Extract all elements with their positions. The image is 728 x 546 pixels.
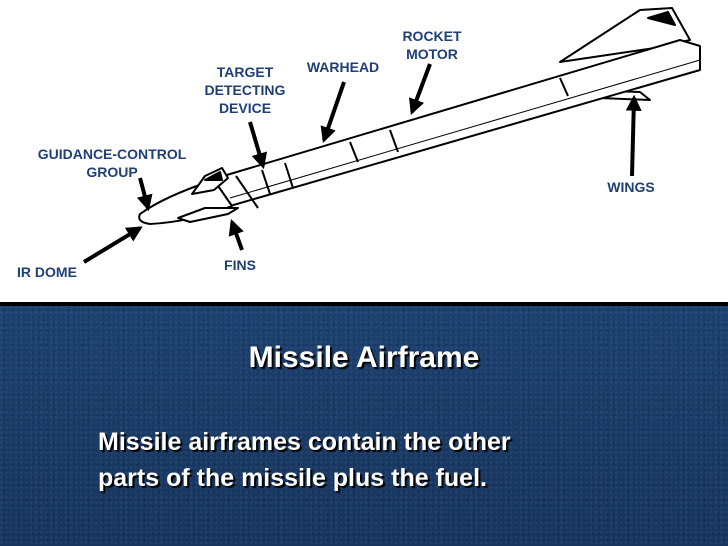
label-warhead-text: WARHEAD xyxy=(306,59,380,75)
slide-body-line-2: parts of the missile plus the fuel. xyxy=(98,464,487,492)
label-fins: FINS xyxy=(212,256,268,274)
label-wings-text: WINGS xyxy=(607,179,655,195)
label-guidance-line1: GUIDANCE-CONTROL xyxy=(37,146,187,162)
arrow-warhead xyxy=(320,81,346,144)
label-rocket-motor-line1: ROCKET xyxy=(402,28,462,44)
label-wings: WINGS xyxy=(598,178,664,196)
missile-diagram xyxy=(82,7,701,264)
arrow-guidance-control xyxy=(136,177,153,212)
arrow-rocket-motor xyxy=(409,63,432,115)
label-guidance-control-group: GUIDANCE-CONTROL GROUP xyxy=(22,145,202,181)
label-warhead: WARHEAD xyxy=(298,58,388,76)
label-rocket-motor-line2: MOTOR xyxy=(406,46,458,62)
label-target-detecting-device: TARGET DETECTING DEVICE xyxy=(195,63,295,117)
arrow-fins xyxy=(228,218,244,251)
label-target-line3: DEVICE xyxy=(218,100,272,116)
arrow-ir-dome xyxy=(82,226,143,264)
label-ir-dome: IR DOME xyxy=(6,263,88,281)
label-ir-dome-text: IR DOME xyxy=(17,264,77,280)
text-panel xyxy=(0,306,728,546)
slide-body: Missile airframes contain the other part… xyxy=(98,424,698,496)
label-guidance-line2: GROUP xyxy=(86,164,138,180)
arrow-target-detecting xyxy=(248,121,268,170)
arrow-wings xyxy=(625,94,642,177)
panel-divider xyxy=(0,302,728,306)
canard-bottom xyxy=(177,207,239,223)
label-rocket-motor: ROCKET MOTOR xyxy=(392,27,472,63)
upper-wing xyxy=(559,7,691,63)
label-target-line1: TARGET xyxy=(216,64,274,80)
slide-title: Missile Airframe xyxy=(248,341,480,374)
label-fins-text: FINS xyxy=(224,257,256,273)
slide-body-line-1: Missile airframes contain the other xyxy=(98,428,511,456)
missile-airframe xyxy=(138,7,701,225)
label-target-line2: DETECTING xyxy=(204,82,286,98)
callout-arrows xyxy=(82,63,642,264)
